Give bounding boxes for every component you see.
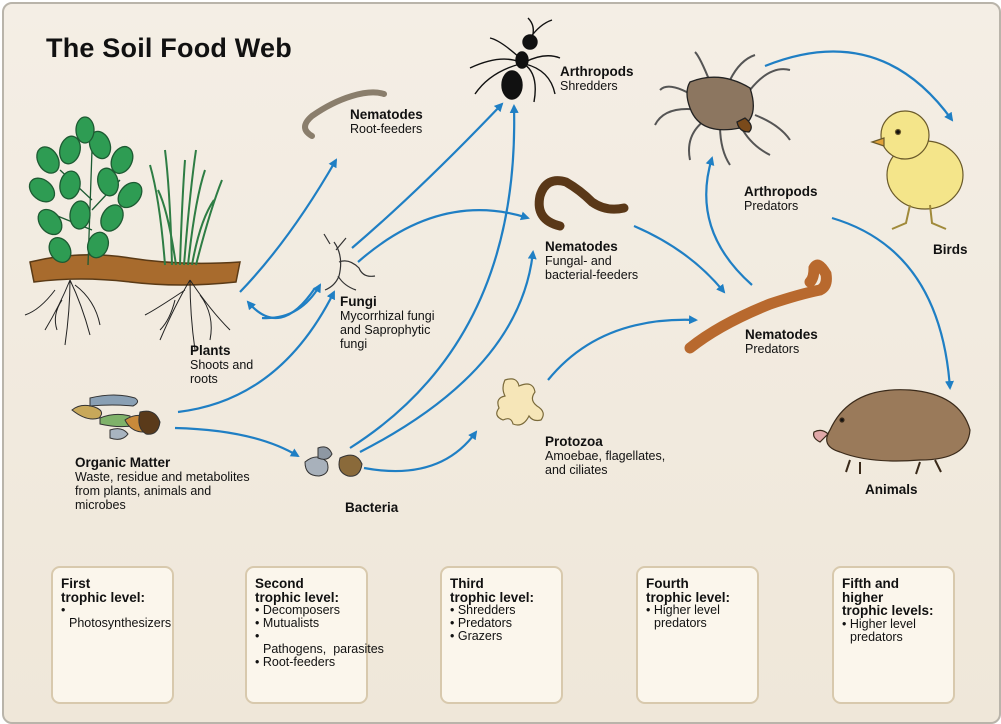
label-nematodes-predators: Nematodes Predators (745, 328, 818, 356)
bacteria-illustration (305, 447, 362, 476)
label-desc: Amoebae, flagellates, and ciliates (545, 449, 665, 477)
plants-illustration (25, 117, 240, 350)
label-nematodes-fungal: Nematodes Fungal- and bacterial-feeders (545, 240, 638, 282)
trophic-title: Fourth trophic level: (646, 577, 749, 604)
trophic-title: First trophic level: (61, 577, 164, 604)
label-desc: Root-feeders (350, 122, 423, 136)
trophic-title: Second trophic level: (255, 577, 358, 604)
arrow-nematodes-pred-to-arthropods (706, 158, 752, 285)
trophic-box-1: First trophic level: • Photosynthesizers (51, 566, 174, 704)
ant-illustration (470, 18, 560, 102)
label-name: Fungi (340, 295, 434, 309)
trophic-title: Third trophic level: (450, 577, 553, 604)
trophic-item: • Higher level predators (842, 618, 945, 644)
trophic-box-2: Second trophic level: • Decomposers • Mu… (245, 566, 368, 704)
label-name: Nematodes (350, 108, 423, 122)
arrow-organic-to-bacteria (175, 428, 298, 456)
label-name: Animals (865, 483, 918, 497)
label-name: Plants (190, 344, 253, 358)
label-desc: Predators (744, 199, 818, 213)
fungi-illustration (324, 234, 375, 290)
page-title: The Soil Food Web (46, 33, 292, 64)
mole-illustration (814, 390, 970, 474)
arrow-arthropods-to-birds (765, 52, 952, 120)
label-name: Arthropods (744, 185, 818, 199)
label-protozoa: Protozoa Amoebae, flagellates, and cilia… (545, 435, 665, 477)
protozoa-illustration (497, 379, 544, 425)
mite-illustration (655, 52, 790, 165)
trophic-item: • Grazers (450, 630, 553, 643)
trophic-items: • Shredders • Predators • Grazers (450, 604, 553, 643)
trophic-title: Fifth and higher trophic levels: (842, 577, 945, 618)
label-plants: Plants Shoots and roots (190, 344, 253, 386)
arrow-protozoa-to-nematodes-pred (548, 320, 696, 380)
nematode-fungal-illustration (539, 181, 624, 226)
label-fungi: Fungi Mycorrhizal fungi and Saprophytic … (340, 295, 434, 351)
label-name: Organic Matter (75, 456, 250, 470)
arrow-plants-to-fungi (262, 285, 320, 318)
trophic-item: • Pathogens, parasites (255, 630, 358, 656)
label-arthropods-predators: Arthropods Predators (744, 185, 818, 213)
label-bacteria: Bacteria (345, 501, 398, 515)
label-birds: Birds (933, 243, 968, 257)
trophic-items: • Decomposers • Mutualists • Pathogens, … (255, 604, 358, 669)
label-name: Protozoa (545, 435, 665, 449)
trophic-item: • Root-feeders (255, 656, 358, 669)
label-name: Nematodes (745, 328, 818, 342)
label-animals: Animals (865, 483, 918, 497)
trophic-box-5: Fifth and higher trophic levels: • Highe… (832, 566, 955, 704)
arrow-bacteria-to-arthropods (350, 106, 514, 448)
label-desc: Waste, residue and metabolites from plan… (75, 470, 250, 512)
label-desc: Fungal- and bacterial-feeders (545, 254, 638, 282)
trophic-items: • Photosynthesizers (61, 604, 164, 630)
label-desc: Mycorrhizal fungi and Saprophytic fungi (340, 309, 434, 351)
bird-illustration (872, 111, 963, 229)
trophic-item: • Mutualists (255, 617, 358, 630)
arrow-bacteria-to-protozoa (364, 432, 476, 471)
label-name: Arthropods (560, 65, 634, 79)
label-name: Nematodes (545, 240, 638, 254)
label-desc: Predators (745, 342, 818, 356)
label-desc: Shoots and roots (190, 358, 253, 386)
label-nematodes-root: Nematodes Root-feeders (350, 108, 423, 136)
label-arthropods-shredders: Arthropods Shredders (560, 65, 634, 93)
trophic-item: • Photosynthesizers (61, 604, 164, 630)
trophic-items: • Higher level predators (646, 604, 749, 630)
trophic-item: • Higher level predators (646, 604, 749, 630)
label-name: Bacteria (345, 501, 398, 515)
arrow-plants-to-nematodes-root (240, 160, 336, 292)
trophic-items: • Higher level predators (842, 618, 945, 644)
arrow-nematodes-fungal-to-pred (634, 226, 724, 292)
label-name: Birds (933, 243, 968, 257)
trophic-box-4: Fourth trophic level: • Higher level pre… (636, 566, 759, 704)
trophic-box-3: Third trophic level: • Shredders • Preda… (440, 566, 563, 704)
label-desc: Shredders (560, 79, 634, 93)
label-organic-matter: Organic Matter Waste, residue and metabo… (75, 456, 250, 512)
organic-matter-illustration (72, 395, 160, 439)
